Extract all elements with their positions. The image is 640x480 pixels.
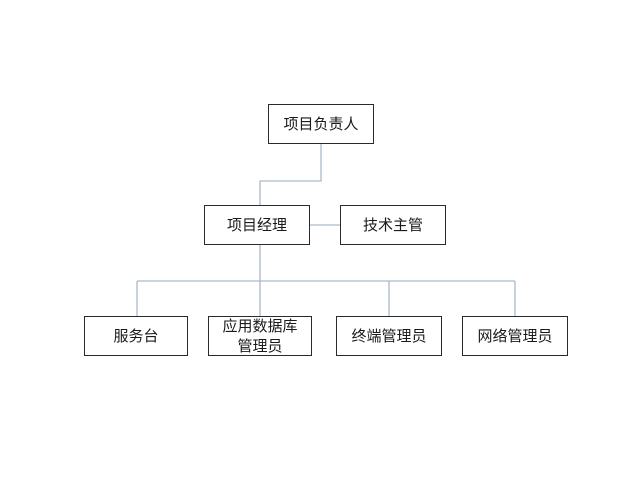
node-terminal-admin: 终端管理员	[336, 316, 442, 356]
node-project-manager: 项目经理	[204, 205, 310, 245]
node-service-desk: 服务台	[84, 316, 188, 356]
connector-root-to-manager	[259, 144, 322, 205]
node-app-db-admin: 应用数据库 管理员	[208, 316, 312, 356]
node-network-admin: 网络管理员	[462, 316, 568, 356]
node-tech-lead: 技术主管	[340, 205, 446, 245]
node-project-lead: 项目负责人	[268, 104, 374, 144]
